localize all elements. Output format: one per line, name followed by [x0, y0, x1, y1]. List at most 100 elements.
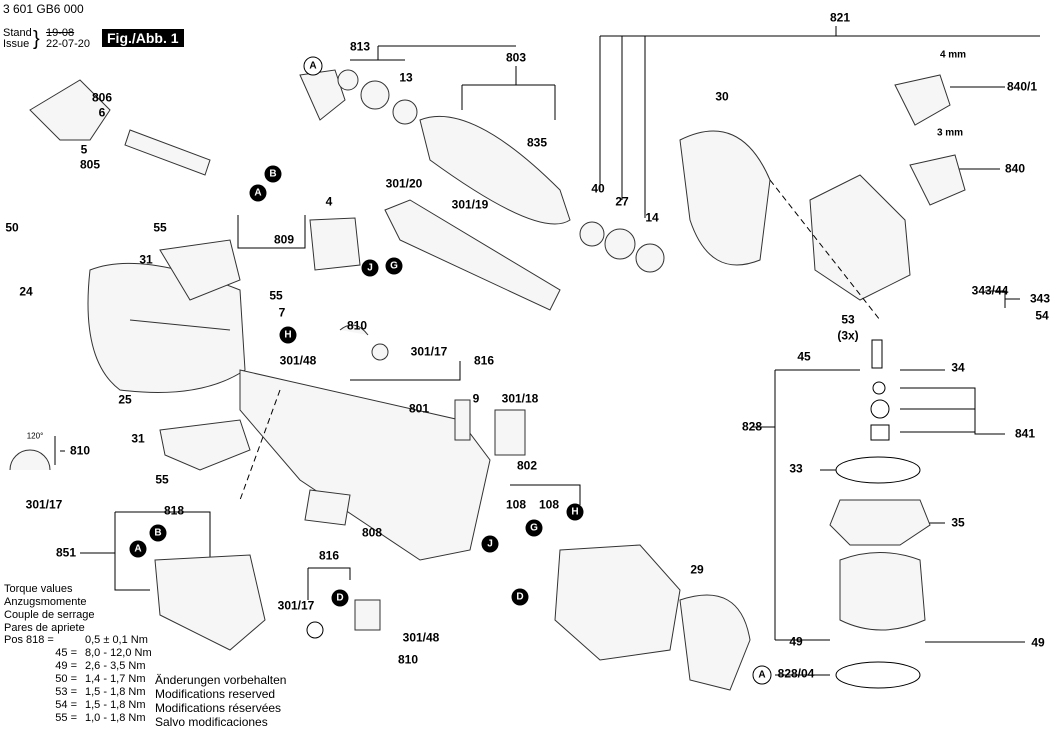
note: Salvo modificaciones	[155, 715, 268, 729]
part-label: 810	[397, 652, 419, 667]
part-label: 810	[69, 443, 91, 458]
callout-marker: D	[331, 589, 349, 607]
part-label: 802	[516, 458, 538, 473]
note: Modifications réservées	[155, 701, 282, 715]
torque-title: Anzugsmomente	[4, 596, 87, 608]
part-label: 301/48	[402, 630, 440, 645]
part-label: 7	[278, 305, 286, 320]
part-label: 27	[615, 194, 629, 209]
part-label: 3 mm	[936, 127, 964, 139]
part-label: 24	[19, 284, 33, 299]
part-label: 801	[408, 401, 430, 416]
part-label: (3x)	[837, 328, 859, 343]
part-label: 4 mm	[939, 49, 967, 61]
torque-pos: 54 =	[55, 699, 77, 711]
stand-label: Stand	[3, 27, 32, 39]
part-label: 35	[951, 515, 965, 530]
part-label: 53	[841, 312, 855, 327]
part-label: 828	[741, 419, 763, 434]
torque-title: Torque values	[4, 583, 73, 595]
note: Modifications reserved	[155, 687, 276, 701]
note: Änderungen vorbehalten	[155, 673, 287, 687]
part-label: 816	[473, 353, 495, 368]
callout-marker: G	[525, 519, 543, 537]
part-label: 29	[690, 562, 704, 577]
part-label: 54	[1035, 308, 1049, 323]
part-label: 841	[1014, 426, 1036, 441]
part-label: 840	[1004, 161, 1026, 176]
part-label: 30	[715, 89, 729, 104]
callout-marker: H	[566, 503, 584, 521]
torque-title: Pares de apriete	[4, 622, 85, 634]
part-label: 31	[131, 431, 145, 446]
part-label: 343/44	[971, 283, 1009, 298]
part-label: 813	[349, 39, 371, 54]
issue-value: 22-07-20	[46, 38, 91, 50]
part-label: 828/04	[777, 666, 815, 681]
callout-marker: A	[752, 665, 772, 685]
part-label: 13	[399, 70, 413, 85]
part-label: 108	[538, 497, 560, 512]
part-label: 25	[118, 392, 132, 407]
part-label: 301/48	[279, 353, 317, 368]
callout-marker: A	[303, 56, 323, 76]
part-label: 301/18	[501, 391, 539, 406]
part-label: 835	[526, 135, 548, 150]
part-number: 3 601 GB6 000	[3, 2, 84, 16]
part-label: 5	[80, 142, 88, 157]
part-label: 808	[361, 525, 383, 540]
part-label: 49	[1031, 635, 1045, 650]
torque-title: Couple de serrage	[4, 609, 95, 621]
brace: }	[33, 28, 40, 50]
callout-marker: H	[279, 326, 297, 344]
torque-pos: 49 =	[55, 660, 77, 672]
part-label: 55	[153, 220, 167, 235]
stand-value: 19-08	[46, 27, 75, 39]
part-label: 40	[591, 181, 605, 196]
part-label: 818	[163, 503, 185, 518]
torque-value: 2,6 - 3,5 Nm	[85, 660, 146, 672]
part-label: 49	[789, 634, 803, 649]
part-label: 45	[797, 349, 811, 364]
part-label: 6	[98, 105, 106, 120]
part-label: 14	[645, 210, 659, 225]
part-label: 4	[325, 194, 333, 209]
part-label: 34	[951, 360, 965, 375]
part-label: 301/17	[410, 344, 448, 359]
callout-marker: D	[511, 588, 529, 606]
callout-marker: G	[385, 257, 403, 275]
part-label: 809	[273, 232, 295, 247]
torque-value: 1,5 - 1,8 Nm	[85, 699, 146, 711]
torque-value: 1,5 - 1,8 Nm	[85, 686, 146, 698]
part-label: 803	[505, 50, 527, 65]
torque-value: 0,5 ± 0,1 Nm	[85, 634, 148, 646]
torque-value: 8,0 - 12,0 Nm	[85, 647, 152, 659]
part-label: 821	[829, 10, 851, 25]
figure-badge: Fig./Abb. 1	[102, 29, 184, 47]
part-label: 55	[269, 288, 283, 303]
torque-pos: 53 =	[55, 686, 77, 698]
part-label: 120°	[26, 431, 44, 441]
torque-value: 1,0 - 1,8 Nm	[85, 712, 146, 724]
part-label: 33	[789, 461, 803, 476]
part-label: 301/19	[451, 197, 489, 212]
callout-marker: A	[249, 184, 267, 202]
callout-marker: J	[481, 535, 499, 553]
callout-marker: B	[149, 524, 167, 542]
part-label: 31	[139, 252, 153, 267]
torque-pos: Pos 818 =	[4, 634, 54, 646]
part-label: 343	[1029, 291, 1051, 306]
part-label: 9	[472, 391, 480, 406]
part-label: 301/17	[277, 598, 315, 613]
part-label: 50	[5, 220, 19, 235]
part-label: 816	[318, 548, 340, 563]
callout-marker: J	[361, 259, 379, 277]
issue-label: Issue	[3, 38, 30, 50]
torque-pos: 55 =	[55, 712, 77, 724]
part-label: 810	[346, 318, 368, 333]
callout-marker: B	[264, 165, 282, 183]
part-label: 806	[91, 90, 113, 105]
part-label: 805	[79, 157, 101, 172]
part-label: 851	[55, 545, 77, 560]
